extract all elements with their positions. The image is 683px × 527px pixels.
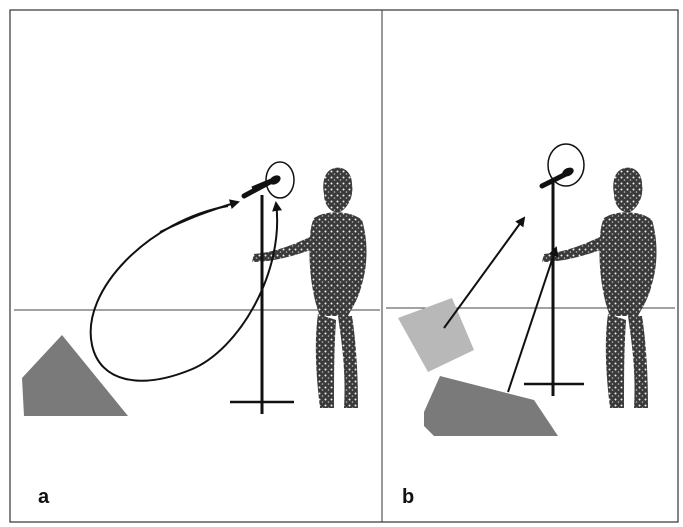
performer-icon-b (542, 167, 657, 408)
panel-label-b: b (402, 486, 414, 508)
pickup-circle-b (547, 143, 585, 187)
monitor-wedge-icon (22, 335, 128, 416)
panel-a: a (14, 161, 380, 508)
direct-arrow-light (443, 216, 526, 329)
performer-icon (252, 167, 367, 408)
microphone-icon (241, 175, 281, 199)
monitor-wedge-dark-icon (424, 376, 558, 436)
direct-arrow-dark (507, 246, 559, 393)
microphone-icon-b (539, 167, 574, 189)
pickup-circle-a (265, 161, 295, 199)
mic-stand-icon-b (524, 180, 584, 396)
feedback-loop-arrow-head2 (159, 199, 240, 233)
feedback-loop-arrow (89, 201, 283, 382)
figure-border (9, 9, 679, 523)
monitor-wedge-light-icon (398, 298, 474, 372)
panel-b: b (386, 143, 675, 508)
panel-label-a: a (38, 486, 50, 508)
mic-stand-icon (230, 176, 294, 414)
